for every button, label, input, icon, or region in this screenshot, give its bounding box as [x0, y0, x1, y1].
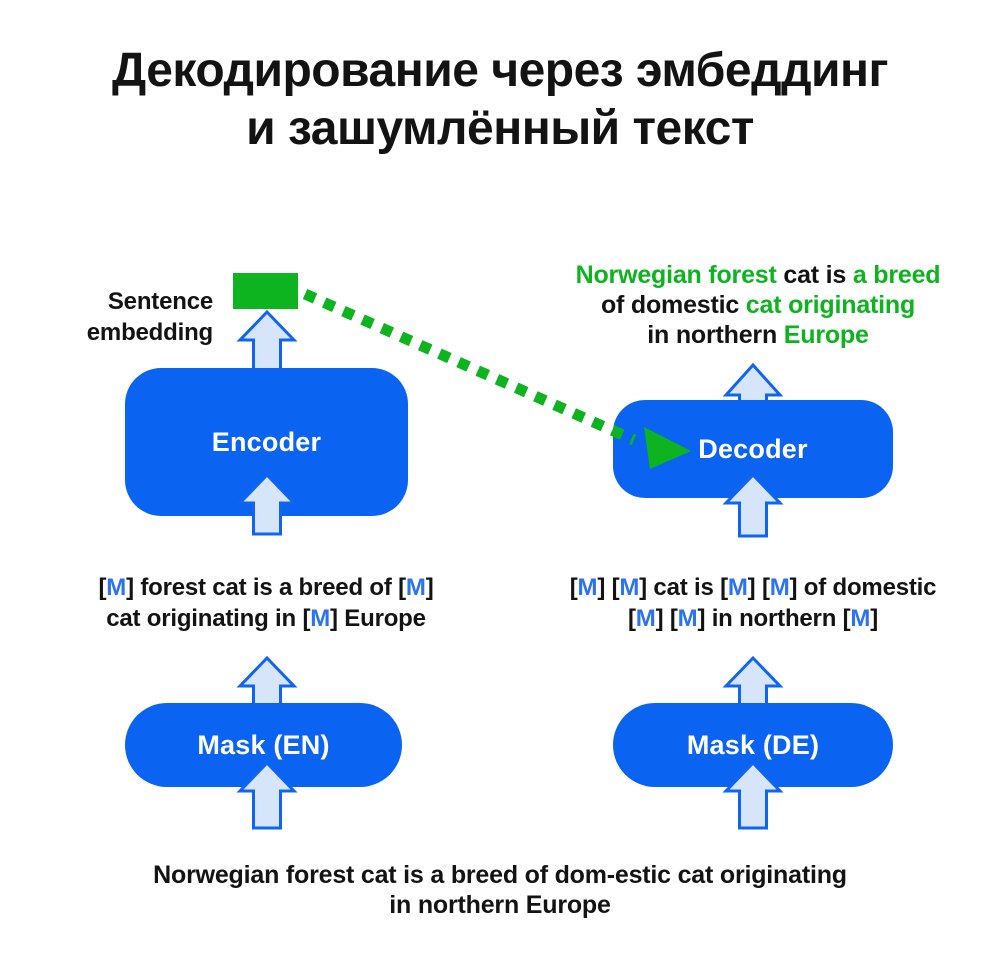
masked-en-text: [M] forest cat is a breed of [M] cat ori…: [99, 572, 434, 634]
text-segment: Norwegian forest: [575, 261, 784, 289]
text-segment: ] cat is: [639, 574, 721, 601]
text-segment: ]: [870, 605, 879, 632]
masked-de-line1: [M] [M] cat is [M] [M] of domestic: [570, 572, 937, 603]
decoded-output-line3: in northern Europe: [576, 320, 941, 350]
text-segment: ] of domestic: [789, 574, 937, 601]
text-segment: M: [635, 605, 656, 632]
text-segment: M: [106, 574, 127, 601]
text-segment: [: [627, 605, 636, 632]
decoder-label: Decoder: [698, 433, 808, 464]
text-segment: ]: [330, 605, 338, 632]
text-segment: [: [761, 574, 770, 601]
text-segment: Europe: [337, 605, 426, 632]
encoder-label: Encoder: [211, 426, 322, 457]
text-segment: of domestic: [600, 291, 746, 319]
text-segment: [: [398, 574, 406, 601]
text-segment: M: [405, 574, 426, 601]
text-segment: [: [669, 605, 678, 632]
text-segment: a breed: [852, 261, 941, 289]
source-sentence-line1: Norwegian forest cat is a breed of dom-e…: [153, 861, 847, 889]
text-segment: ]: [655, 605, 670, 632]
source-sentence-text: Norwegian forest cat is a breed of dom-e…: [153, 860, 847, 920]
sentence-embedding-chip-icon: [233, 273, 298, 309]
text-segment: forest cat is a breed of: [133, 574, 399, 601]
text-segment: M: [677, 605, 698, 632]
sentence-embedding-label: Sentence embedding: [87, 286, 213, 348]
page-title: Декодирование через эмбеддинг и зашумлён…: [0, 42, 1000, 158]
text-segment: cat originating in: [106, 605, 303, 632]
text-segment: [: [611, 574, 620, 601]
text-segment: [: [98, 574, 107, 601]
text-segment: M: [310, 605, 331, 632]
text-segment: [: [302, 605, 311, 632]
encoder-block: Encoder: [125, 368, 408, 516]
text-segment: ] in northern: [697, 605, 843, 632]
text-segment: M: [850, 605, 871, 632]
text-segment: ]: [597, 574, 612, 601]
page-title-line2: и зашумлённый текст: [246, 102, 754, 155]
mask-de-block: Mask (DE): [613, 703, 893, 787]
text-segment: [: [842, 605, 851, 632]
text-segment: Europe: [783, 321, 869, 349]
text-segment: ]: [747, 574, 762, 601]
mask-en-label: Mask (EN): [197, 729, 330, 760]
masked-de-line2: [M] [M] in northern [M]: [570, 603, 937, 634]
decoder-block: Decoder: [613, 400, 893, 498]
page-title-line1: Декодирование через эмбеддинг: [111, 44, 889, 97]
sentence-embedding-label-line2: embedding: [86, 319, 213, 346]
text-segment: [: [720, 574, 728, 601]
text-segment: in northern: [647, 321, 784, 349]
text-segment: M: [769, 574, 790, 601]
text-segment: M: [727, 574, 748, 601]
masked-de-text: [M] [M] cat is [M] [M] of domestic [M] […: [570, 572, 937, 634]
text-segment: cat originating: [745, 291, 916, 319]
masked-en-line1: [M] forest cat is a breed of [M]: [99, 572, 434, 603]
source-sentence-line2: in northern Europe: [389, 891, 611, 919]
text-segment: ]: [425, 574, 434, 601]
text-segment: M: [577, 574, 598, 601]
sentence-embedding-label-line1: Sentence: [107, 288, 213, 315]
decoded-output-text: Norwegian forest cat is a breed of domes…: [576, 260, 941, 350]
masked-en-line2: cat originating in [M] Europe: [99, 603, 434, 634]
decoded-output-line2: of domestic cat originating: [576, 290, 941, 320]
text-segment: [: [569, 574, 578, 601]
encoder-output-up-arrow-icon: [236, 309, 298, 376]
text-segment: ]: [126, 574, 134, 601]
decoded-output-line1: Norwegian forest cat is a breed: [576, 260, 941, 290]
text-segment: cat is: [783, 261, 853, 289]
mask-de-label: Mask (DE): [686, 729, 820, 760]
text-segment: M: [619, 574, 640, 601]
mask-en-block: Mask (EN): [125, 703, 402, 787]
